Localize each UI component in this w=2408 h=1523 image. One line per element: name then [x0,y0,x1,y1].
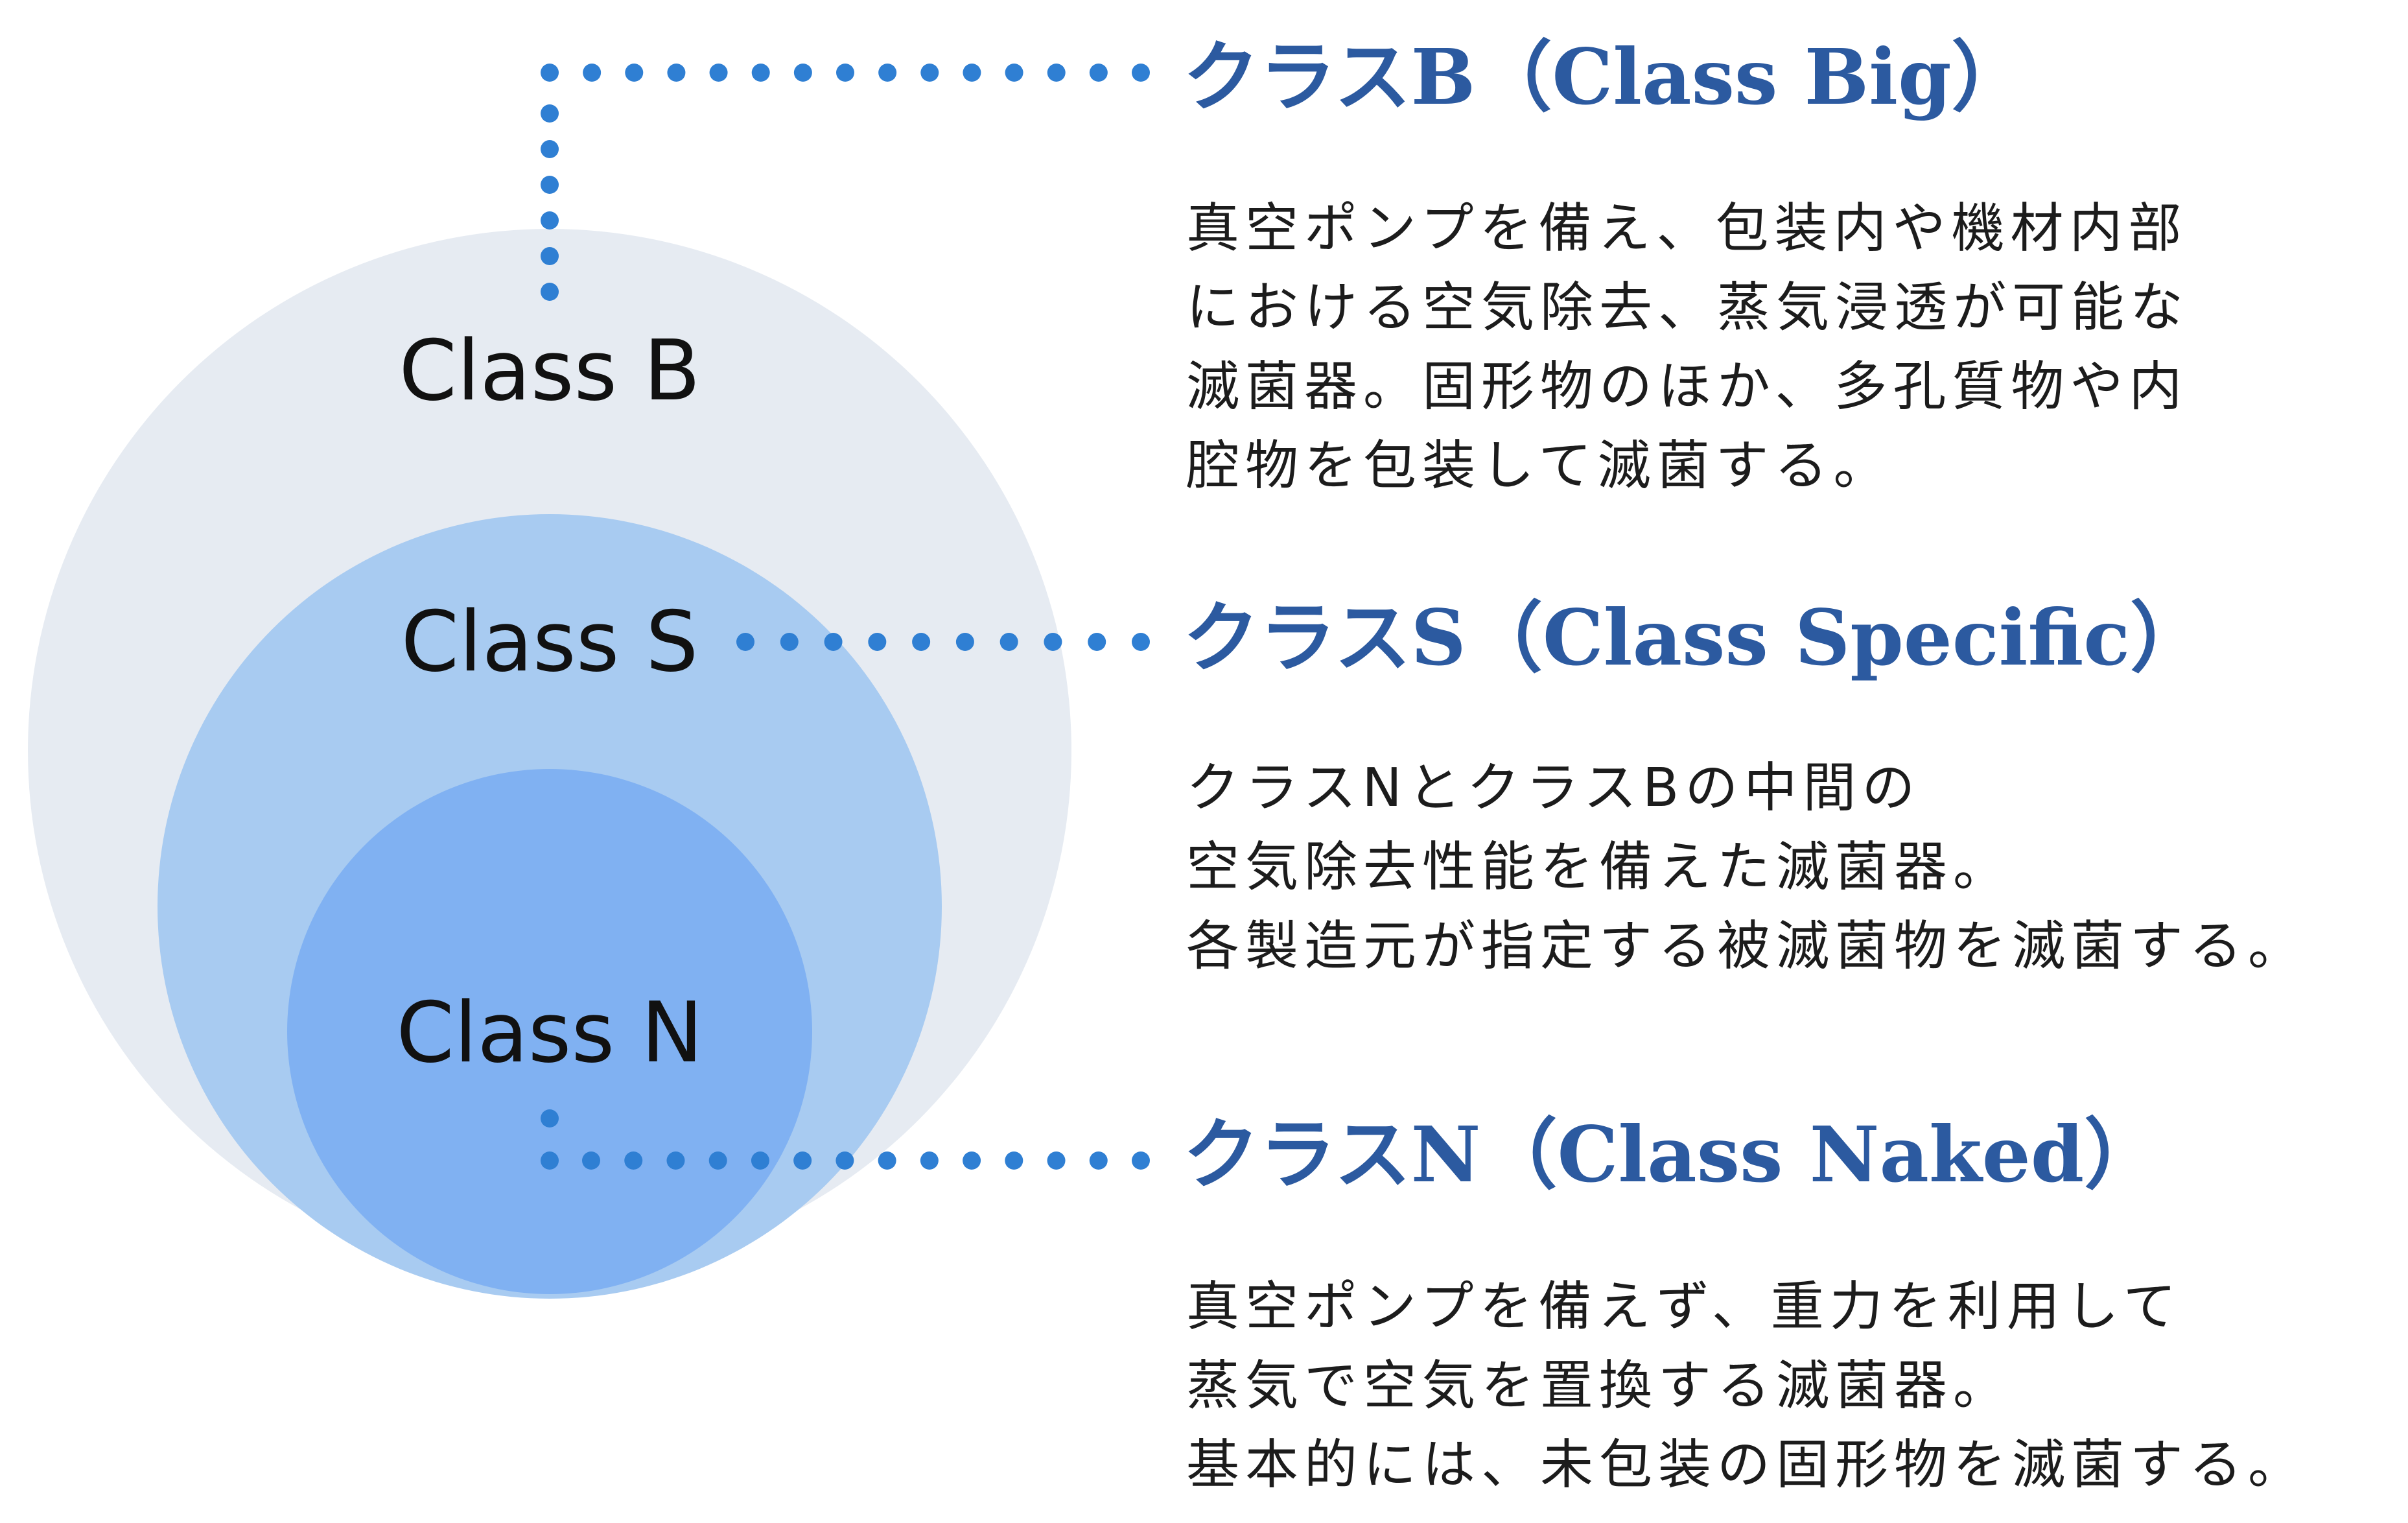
connector-dot [1005,64,1023,82]
class-n-description: 真空ポンプを備えず、重力を利用して 蒸気で空気を置換する滅菌器。 基本的には、未… [1186,1268,2307,1505]
connector-dot [625,64,644,82]
class-s-connector [736,633,1150,651]
connector-dot [541,176,559,194]
class-n-connector [541,1109,1150,1170]
class-s-label: Class S [401,594,699,691]
connector-dot [624,1151,643,1170]
class-b-label: Class B [399,323,700,419]
class-s-description: クラスNとクラスBの中間の 空気除去性能を備えた滅菌器。 各製造元が指定する被滅… [1186,749,2307,986]
connector-dot [541,1151,559,1170]
connector-dot [1089,1151,1108,1170]
description-line: 滅菌器。固形物のほか、多孔質物や内 [1186,356,2188,418]
connector-dot [920,1151,939,1170]
connector-dot [751,1151,769,1170]
connector-dot [836,1151,854,1170]
class-b-title: クラスB（Class Big） [1183,32,2028,122]
connector-dot [1132,1151,1150,1170]
connector-dot [1088,633,1106,651]
connector-dot [780,633,799,651]
connector-dot [963,64,981,82]
connector-dot [836,64,854,82]
connector-dot [583,64,602,82]
connector-dot [1089,64,1108,82]
description-line: 真空ポンプを備え、包装内や機材内部 [1186,198,2188,259]
connector-dot [1047,1151,1066,1170]
connector-dot [878,1151,896,1170]
class-b-description: 真空ポンプを備え、包装内や機材内部 における空気除去、蒸気浸透が可能な 滅菌器。… [1186,189,2189,506]
connector-dot [999,633,1018,651]
connector-dot [708,1151,727,1170]
connector-dot [824,633,843,651]
connector-dot [793,64,812,82]
connector-dot [751,64,770,82]
connector-dot [667,64,686,82]
description-line: 腔物を包装して滅菌する。 [1186,435,1893,497]
class-n-title: クラスN（Class Naked） [1183,1109,2161,1199]
connector-dot [963,1151,981,1170]
connector-dot [1047,64,1066,82]
connector-dot [541,64,559,82]
connector-dot [955,633,974,651]
description-line: 真空ポンプを備えず、重力を利用して [1186,1276,2182,1338]
description-line: における空気除去、蒸気浸透が可能な [1186,277,2190,338]
connector-dot [541,211,559,230]
connector-dot [582,1151,600,1170]
description-line: 基本的には、未包装の固形物を滅菌する。 [1186,1434,2308,1496]
connector-dot [878,64,897,82]
class-b-connector [541,64,1150,301]
class-s-title: クラスS（Class Specific） [1183,593,2207,683]
connector-dot [541,1109,559,1127]
connector-dot [920,64,939,82]
connector-dot [709,64,728,82]
connector-dot [541,283,559,301]
connector-dot [1132,64,1150,82]
connector-dot [912,633,931,651]
connector-dot [1005,1151,1023,1170]
description-line: クラスNとクラスBの中間の [1186,757,1921,819]
connector-dot [541,247,559,265]
class-n-label: Class N [396,985,703,1081]
description-line: 蒸気で空気を置換する滅菌器。 [1186,1355,2013,1417]
connector-dot [736,633,754,651]
description-line: 空気除去性能を備えた滅菌器。 [1186,836,2013,898]
connector-dot [1132,633,1150,651]
connector-dot [793,1151,812,1170]
description-line: 各製造元が指定する被滅菌物を滅菌する。 [1186,915,2308,977]
connector-dot [1044,633,1062,651]
connector-dot [541,140,559,158]
connector-dot [541,104,559,123]
connector-dot [868,633,887,651]
connector-dot [666,1151,685,1170]
